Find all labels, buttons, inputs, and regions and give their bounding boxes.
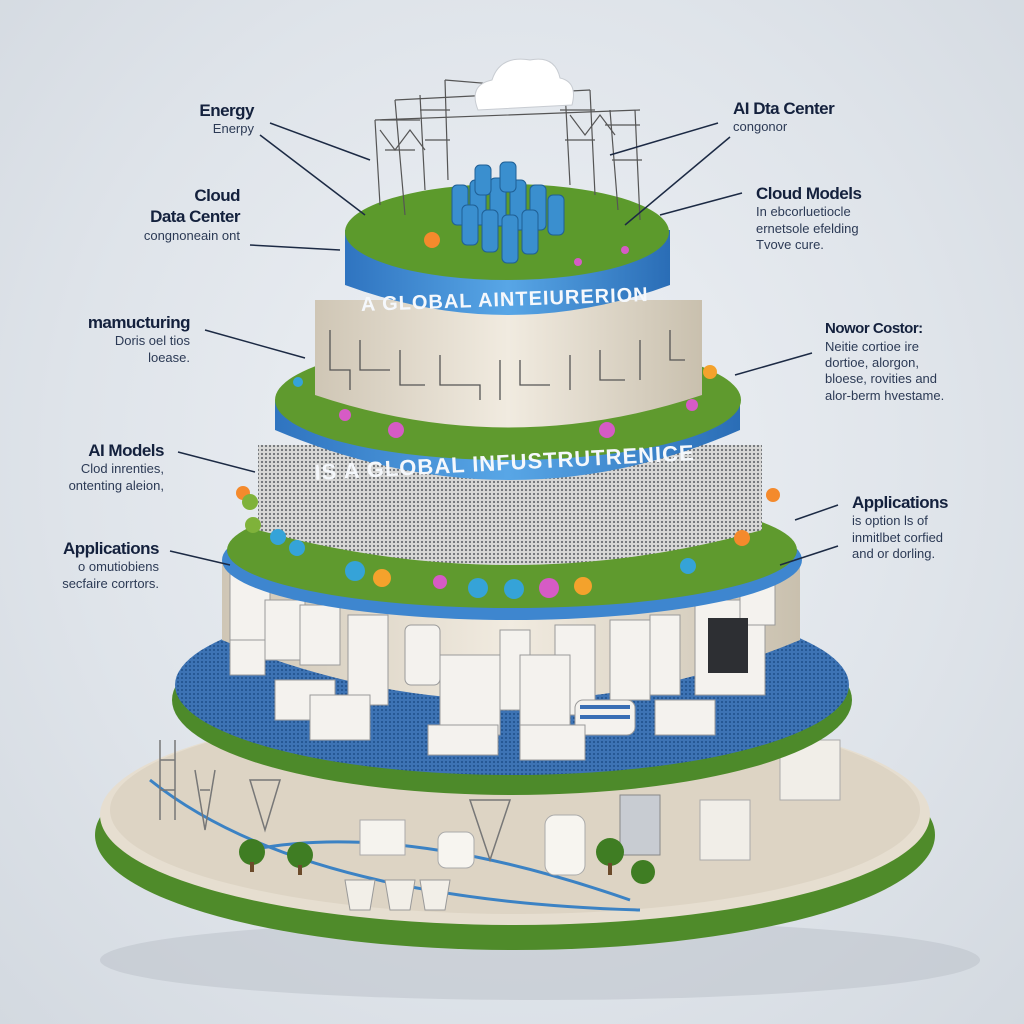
label-ai-models: AI Models Clod inrenties, ontenting alei…: [68, 441, 165, 493]
base-shadow: [100, 920, 980, 1000]
tier-cloud-data-center: A GLOBAL AINTEIURERION: [345, 58, 670, 316]
tier-ai-models: [222, 445, 802, 620]
label-manufacturing: mamucturing Doris oel tios loease.: [87, 313, 191, 365]
label-ai-data-center: AI Dta Center congonor: [733, 99, 835, 135]
cloud-icon: [474, 58, 574, 111]
label-cloud-models: Cloud Models In ebcorluetiocle ernetsole…: [756, 184, 862, 252]
label-applications-left: Applications o omutiobiens secfaire corr…: [62, 539, 159, 591]
label-network-centers: Nowor Costor: Neitie cortioe ire dortioe…: [825, 320, 945, 403]
label-cloud-data-center: Cloud Data Center congnoneain ont: [143, 186, 241, 243]
label-applications-right: Applications is option ls of inmitlbet c…: [852, 493, 949, 561]
tier-network-centers: IS A GLOBAL INFUSTRUTRENICE: [275, 300, 741, 485]
leader-lines: [169, 122, 839, 566]
label-energy: Energy Enerpy: [199, 101, 254, 137]
